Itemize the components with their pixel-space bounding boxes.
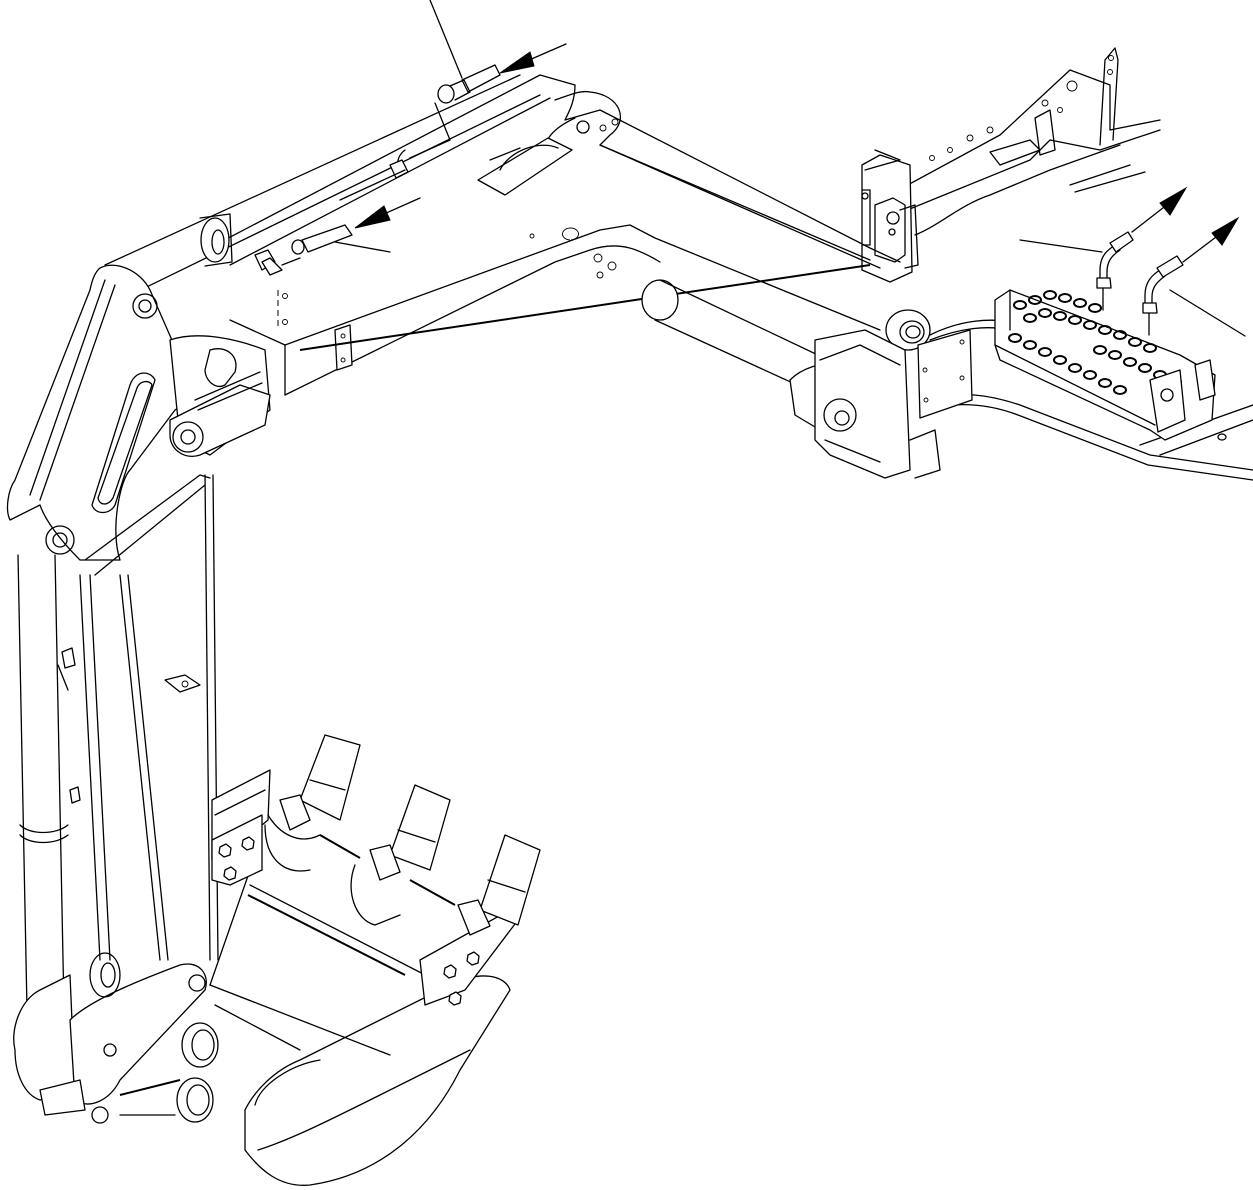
- control-valve: [994, 289, 1216, 441]
- hose-fitting-valve-left: [1096, 231, 1134, 311]
- flow-arrows: [354, 43, 1240, 263]
- bucket-cylinder: [17, 554, 81, 1061]
- arrow-valve-left-icon: [1131, 186, 1188, 233]
- boom-cylinder: [641, 279, 973, 479]
- leader-valve-right: [1169, 289, 1246, 337]
- leader-top: [429, 0, 463, 79]
- arm: [6, 264, 271, 961]
- leader-lines: [334, 0, 1246, 337]
- bucket: [209, 734, 541, 1186]
- arrow-boom-mid-icon: [354, 197, 421, 229]
- boom: [214, 74, 931, 396]
- hose-fitting-valve-right: [1142, 255, 1184, 336]
- swing-bracket: [861, 149, 919, 283]
- arrow-boom-top-icon: [499, 43, 567, 74]
- arrow-valve-right-icon: [1182, 216, 1240, 263]
- bucket-linkage: [13, 952, 219, 1124]
- arm-cylinder: [104, 74, 541, 301]
- leader-mid: [334, 241, 391, 253]
- leader-valve-left: [1019, 239, 1103, 253]
- hose-fitting-boom-mid: [254, 224, 353, 276]
- hose-fitting-boom-top: [339, 64, 501, 201]
